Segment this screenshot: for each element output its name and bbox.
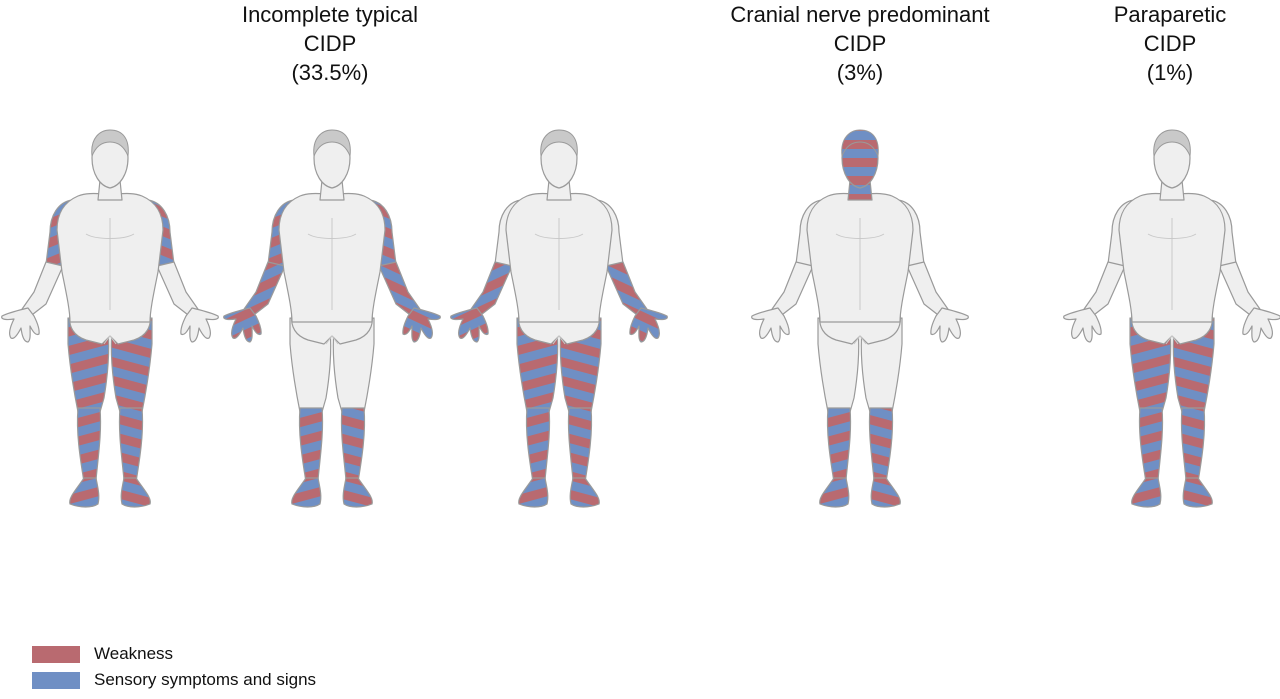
- body-part-hand-l: [1, 307, 40, 343]
- body-part-shin-r: [567, 407, 593, 483]
- body-figure-5: [1062, 122, 1280, 517]
- body-part-foot-r: [120, 477, 151, 508]
- title-line: Paraparetic: [1113, 2, 1227, 27]
- legend: Weakness Sensory symptoms and signs: [32, 641, 316, 693]
- body-detail-lines: [85, 218, 135, 345]
- body-part-hand-r: [1242, 307, 1280, 343]
- body-figure-1: [0, 122, 220, 517]
- body-part-foot-l: [291, 477, 322, 508]
- title-line: Incomplete typical: [241, 2, 419, 27]
- body-part-shin-l: [826, 407, 852, 483]
- title-line: (33.5%): [291, 60, 369, 85]
- body-part-hand-l: [223, 307, 262, 343]
- body-part-shin-r: [340, 407, 366, 483]
- hair: [1153, 129, 1191, 157]
- body-part-hand-l: [751, 307, 790, 343]
- body-figure-3: [449, 122, 669, 517]
- title-cranial-nerve: Cranial nerve predominant CIDP (3%): [700, 0, 1020, 87]
- body-detail-lines: [1147, 218, 1197, 345]
- body-part-shin-r: [1180, 407, 1206, 483]
- body-part-foot-r: [1182, 477, 1213, 508]
- body-figure-4: [750, 122, 970, 517]
- hair: [540, 129, 578, 157]
- title-paraparetic: Paraparetic CIDP (1%): [1070, 0, 1270, 87]
- hair: [91, 129, 129, 157]
- body-part-hand-r: [930, 307, 969, 343]
- body-detail-lines: [835, 218, 885, 345]
- body-detail-lines: [534, 218, 584, 345]
- legend-label: Weakness: [94, 644, 174, 663]
- legend-label: Sensory symptoms and signs: [94, 670, 317, 689]
- body-part-foot-r: [870, 477, 901, 508]
- title-line: (3%): [836, 60, 884, 85]
- title-line: (1%): [1146, 60, 1194, 85]
- title-incomplete-typical: Incomplete typical CIDP (33.5%): [190, 0, 470, 87]
- body-part-shin-l: [1138, 407, 1164, 483]
- body-part-foot-l: [69, 477, 100, 508]
- body-part-foot-l: [819, 477, 850, 508]
- body-part-hand-r: [180, 307, 219, 343]
- body-part-hand-l: [1063, 307, 1102, 343]
- body-part-foot-l: [1131, 477, 1162, 508]
- body-part-shin-l: [298, 407, 324, 483]
- title-line: Cranial nerve predominant: [730, 2, 990, 27]
- body-part-shin-r: [868, 407, 894, 483]
- title-line: CIDP: [833, 31, 887, 56]
- title-line: CIDP: [1143, 31, 1197, 56]
- legend-item-sensory: Sensory symptoms and signs: [32, 667, 316, 693]
- body-part-hand-r: [402, 307, 441, 343]
- body-part-foot-r: [569, 477, 600, 508]
- legend-swatch: [32, 645, 80, 663]
- legend-swatch: [32, 671, 80, 689]
- body-part-shin-l: [525, 407, 551, 483]
- body-part-shin-l: [76, 407, 102, 483]
- body-part-foot-l: [518, 477, 549, 508]
- body-part-foot-r: [342, 477, 373, 508]
- hair: [313, 129, 351, 157]
- hair: [841, 129, 879, 157]
- body-detail-lines: [307, 218, 357, 345]
- body-part-hand-l: [450, 307, 489, 343]
- body-part-hand-r: [629, 307, 668, 343]
- title-line: CIDP: [303, 31, 357, 56]
- body-figure-2: [222, 122, 442, 517]
- body-part-shin-r: [118, 407, 144, 483]
- legend-item-weakness: Weakness: [32, 641, 316, 667]
